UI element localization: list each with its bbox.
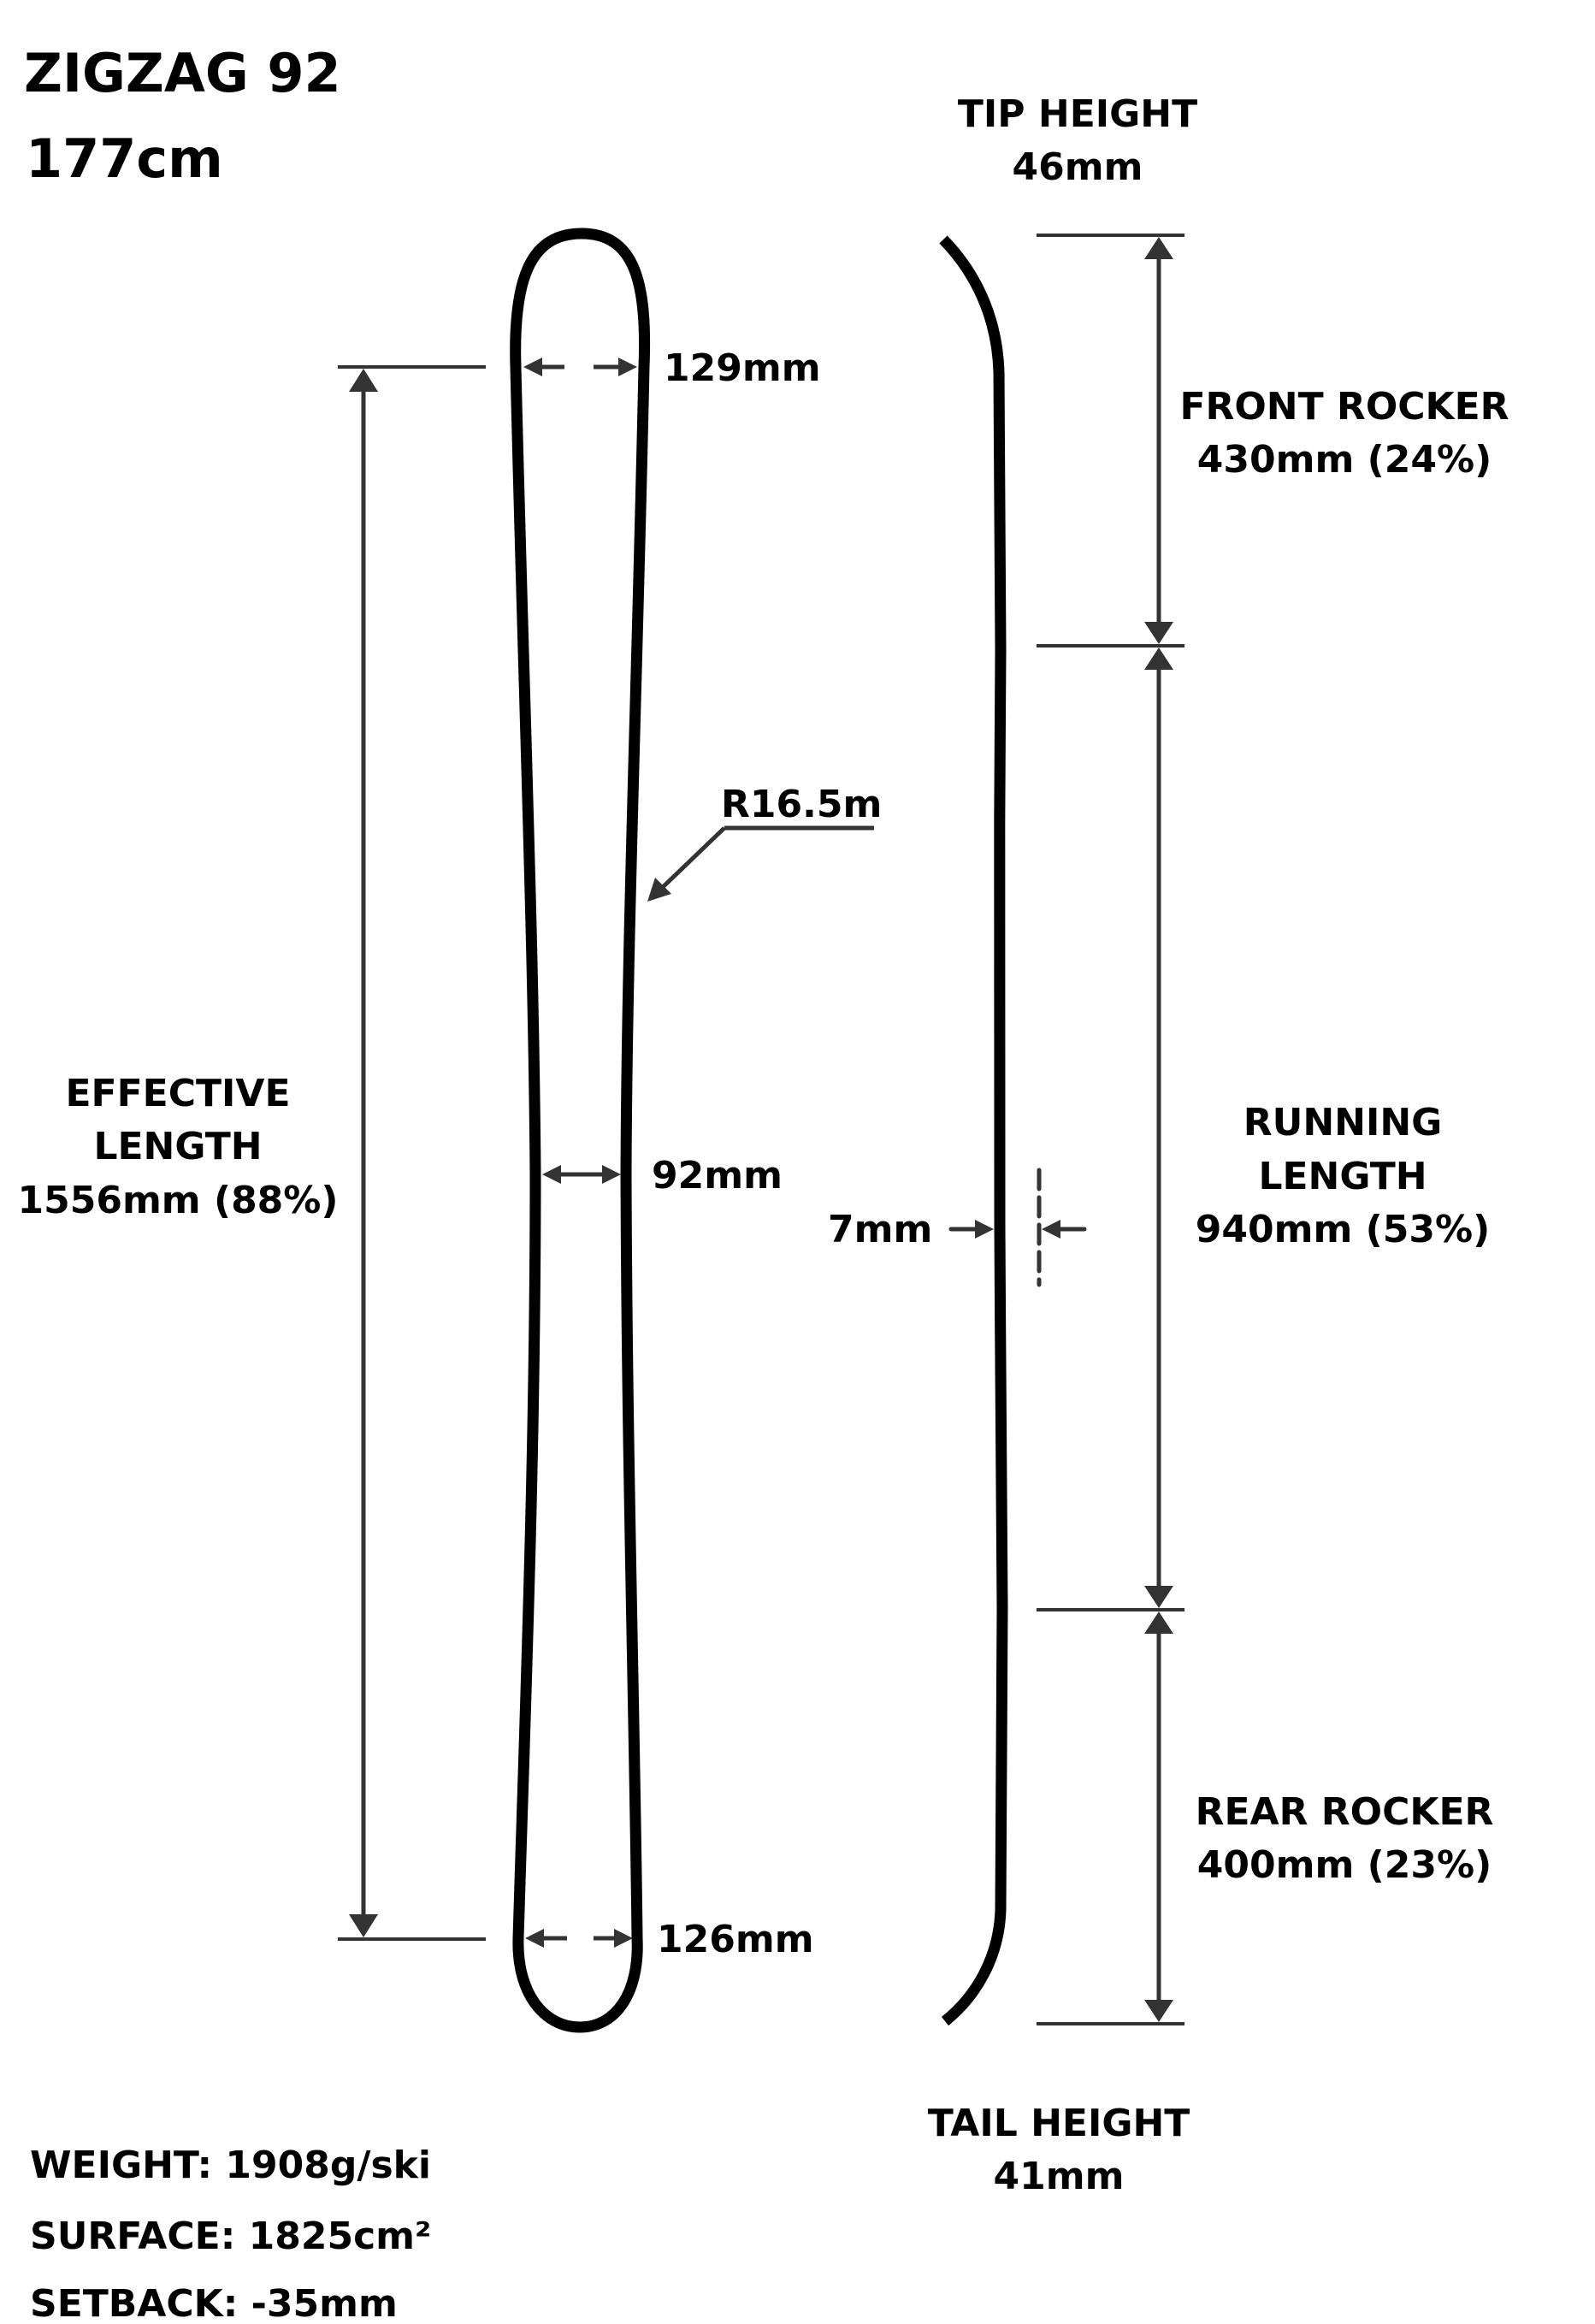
tip-height-value: 46mm xyxy=(1013,145,1143,189)
tip-height-label: TIP HEIGHT xyxy=(958,92,1197,136)
front-rocker-label: FRONT ROCKER xyxy=(1179,385,1509,429)
arrow-left-icon xyxy=(523,358,542,376)
effective-length-dimension xyxy=(338,365,486,1941)
radius-leader-line xyxy=(659,826,726,891)
waist-width-label: 92mm xyxy=(652,1154,783,1197)
spec-surface: SURFACE: 1825cm² xyxy=(30,2215,431,2258)
waist-width-dimension xyxy=(542,1165,621,1184)
arrow-down-icon xyxy=(349,1914,378,1937)
arrow-down-icon xyxy=(1144,622,1173,644)
ski-profile-outline xyxy=(939,235,1008,2026)
tail-width-label: 126mm xyxy=(657,1918,814,1961)
tail-height-value: 41mm xyxy=(994,2155,1125,2198)
spec-setback: SETBACK: -35mm xyxy=(30,2282,398,2324)
arrow-right-icon xyxy=(614,1929,633,1948)
effective-length-line1: EFFECTIVE xyxy=(65,1072,290,1115)
radius-leader xyxy=(647,825,874,902)
arrow-left-icon xyxy=(1042,1220,1060,1239)
arrow-down-icon xyxy=(1144,1586,1173,1608)
running-length-line2: LENGTH xyxy=(1258,1155,1427,1198)
running-length-value: 940mm (53%) xyxy=(1196,1208,1490,1251)
arrow-right-icon xyxy=(618,358,637,376)
arrow-left-icon xyxy=(525,1929,544,1948)
front-rocker-value: 430mm (24%) xyxy=(1197,438,1492,482)
arrow-up-icon xyxy=(1144,648,1173,670)
tip-width-dimension xyxy=(523,358,637,376)
rear-rocker-value: 400mm (23%) xyxy=(1197,1843,1492,1887)
arrow-down-icon xyxy=(1144,2000,1173,2022)
ski-length: 177cm xyxy=(26,127,223,190)
arrow-up-icon xyxy=(1144,1611,1173,1634)
arrow-up-icon xyxy=(349,369,378,392)
effective-length-line2: LENGTH xyxy=(93,1125,262,1168)
tail-height-label: TAIL HEIGHT xyxy=(928,2102,1190,2145)
ski-top-view-outline xyxy=(510,228,651,2033)
tip-width-label: 129mm xyxy=(664,346,821,390)
model-name: ZIGZAG 92 xyxy=(24,42,341,104)
arrow-down-left-icon xyxy=(647,878,671,902)
radius-label: R16.5m xyxy=(721,783,882,826)
camber-dimension xyxy=(948,1168,1087,1287)
arrow-up-icon xyxy=(1144,237,1173,259)
arrow-right-icon xyxy=(602,1165,621,1184)
effective-length-value: 1556mm (88%) xyxy=(17,1179,338,1222)
arrow-right-icon xyxy=(975,1220,994,1239)
rear-rocker-label: REAR ROCKER xyxy=(1196,1790,1494,1834)
running-length-line1: RUNNING xyxy=(1244,1101,1443,1144)
camber-label: 7mm xyxy=(828,1208,932,1251)
profile-dimensions xyxy=(1037,234,1184,2025)
arrow-left-icon xyxy=(542,1165,561,1184)
spec-weight: WEIGHT: 1908g/ski xyxy=(30,2144,431,2187)
tail-width-dimension xyxy=(525,1929,633,1948)
